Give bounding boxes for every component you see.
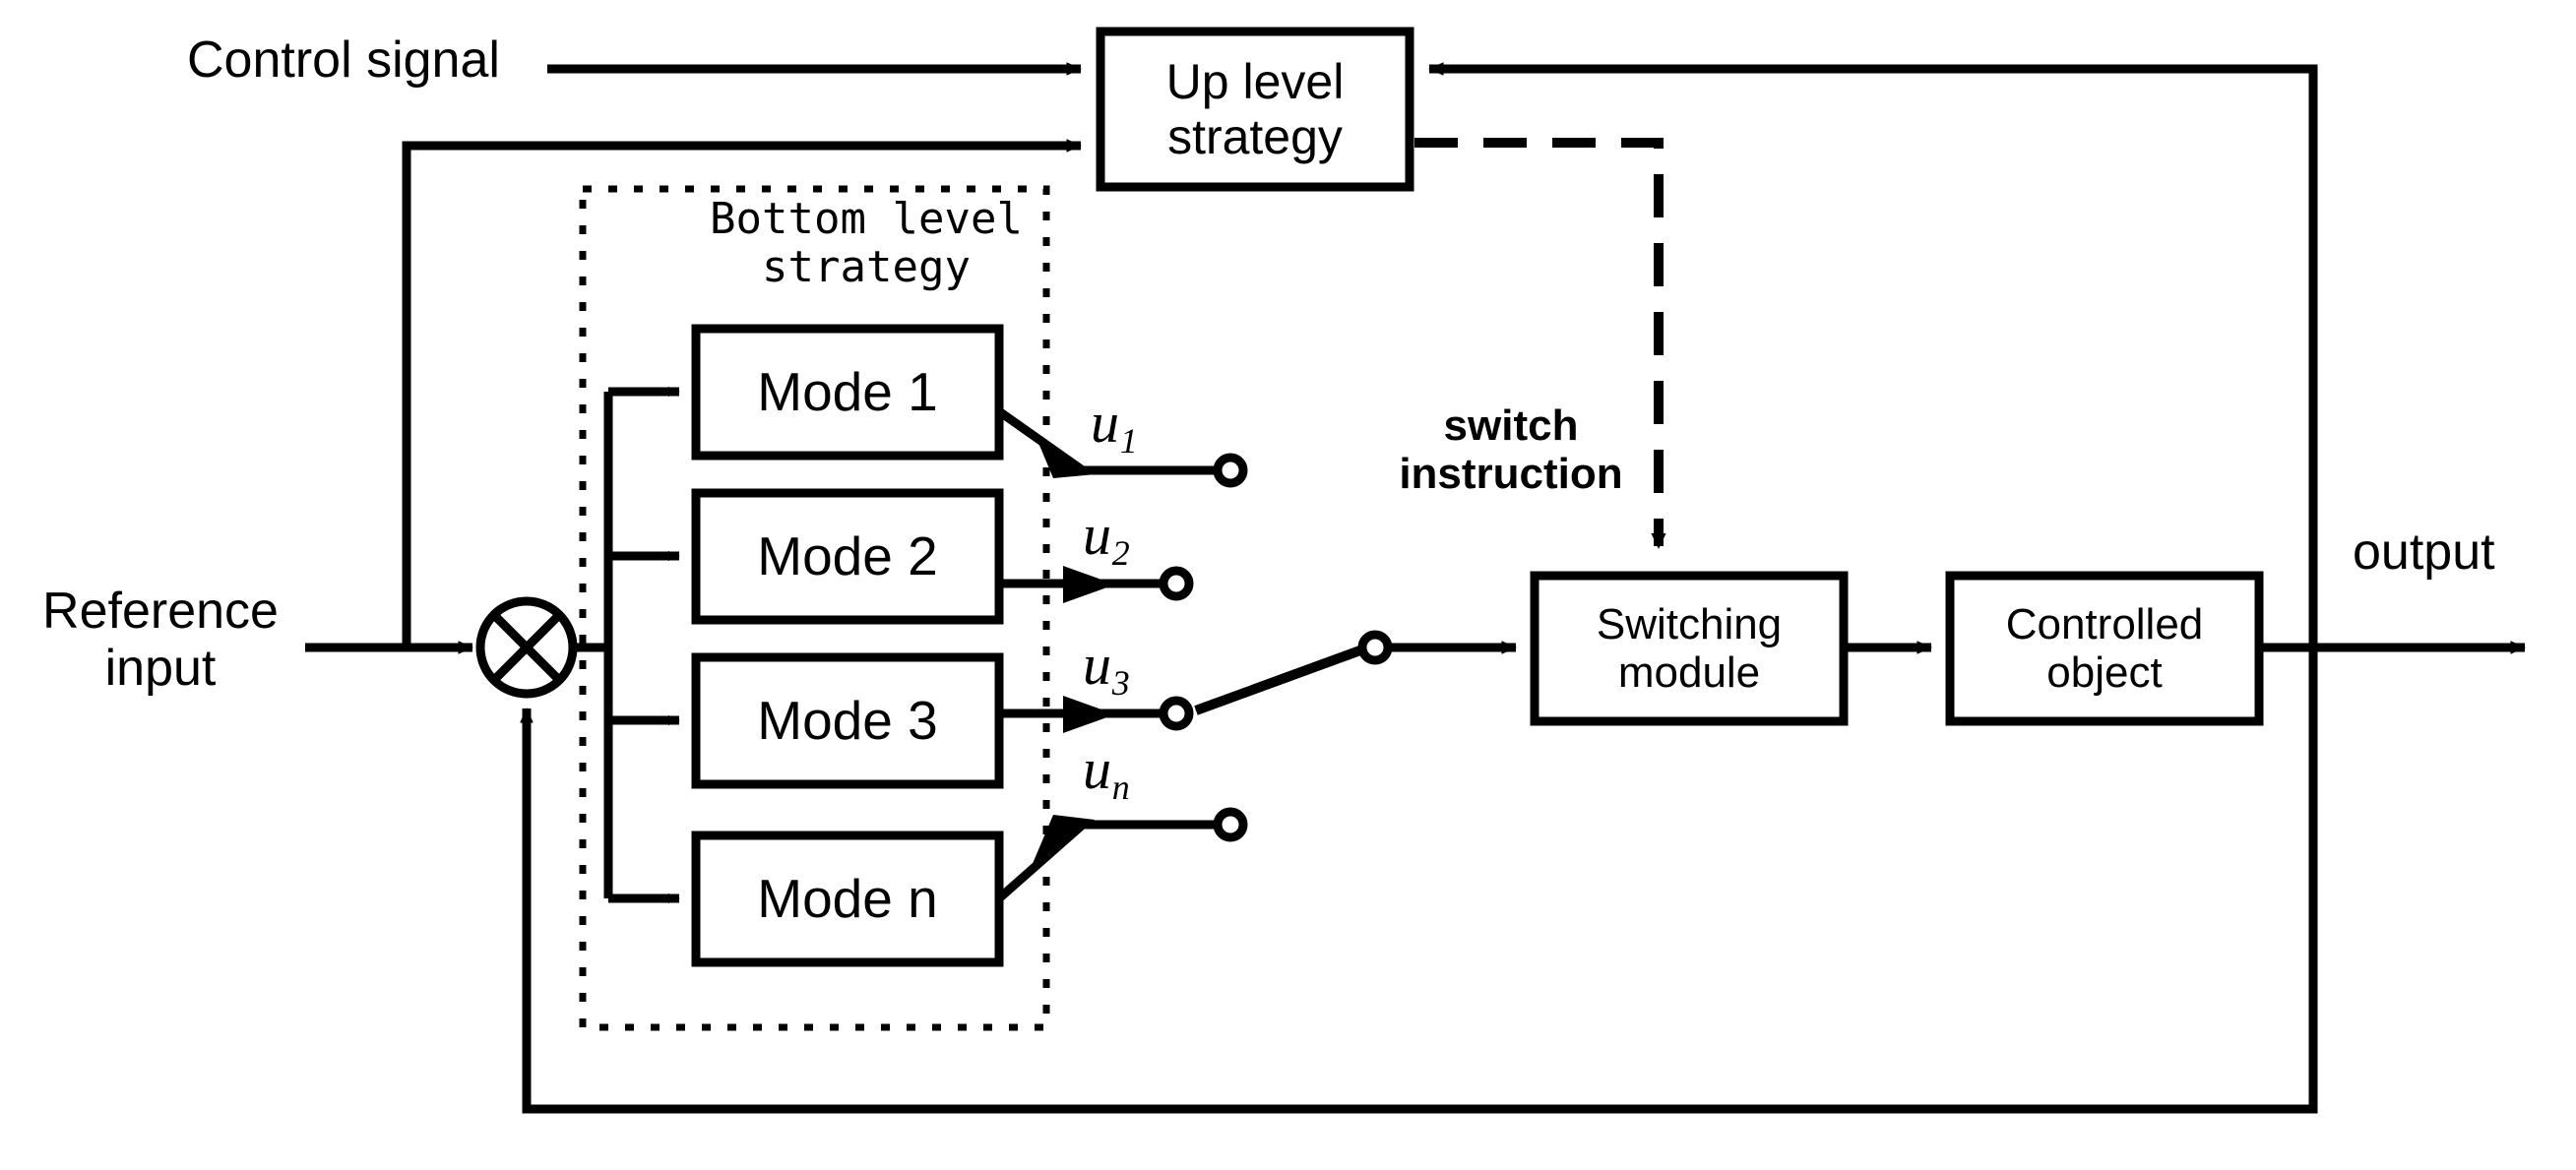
control-signal-label: Control signal bbox=[187, 31, 500, 89]
mode-3-output-arrowhead bbox=[1063, 696, 1115, 733]
switch-terminal-un[interactable] bbox=[1213, 807, 1248, 842]
mode-2-output-arrowhead bbox=[1063, 566, 1115, 603]
output-feedback-to-summing-wire bbox=[520, 647, 2318, 1114]
mode-n-output-arrowhead bbox=[1032, 815, 1095, 866]
mode-n-output-wire bbox=[996, 820, 1219, 902]
switch-instruction-dashed-wire bbox=[1414, 138, 1666, 549]
summing-junction-cross-b bbox=[490, 611, 563, 684]
error-to-up-level-wire bbox=[402, 139, 1082, 647]
output-label: output bbox=[2353, 523, 2495, 581]
switch-terminal-u1[interactable] bbox=[1213, 453, 1248, 488]
un-base: u bbox=[1083, 737, 1111, 801]
u2-subscript: 2 bbox=[1111, 532, 1130, 573]
switch-blade[interactable] bbox=[1194, 643, 1370, 715]
u3-subscript: 3 bbox=[1111, 662, 1130, 703]
controlled-object-label: Controlled object bbox=[2005, 599, 2204, 697]
control-variable-u2-label: u2 bbox=[1083, 503, 1221, 573]
mode-2-box[interactable] bbox=[691, 488, 1004, 625]
mode-3-box[interactable] bbox=[691, 652, 1004, 789]
switch-terminal-u2[interactable] bbox=[1159, 566, 1194, 601]
output-feedback-to-up-level-wire bbox=[1428, 62, 2318, 647]
control-variable-un-label: un bbox=[1083, 737, 1221, 807]
controlled-object-box[interactable] bbox=[1945, 571, 2264, 726]
mode-1-label: Mode 1 bbox=[757, 360, 938, 422]
reference-input-label: Reference input bbox=[42, 583, 279, 698]
switch-instruction-label: switch instruction bbox=[1399, 401, 1623, 499]
up-level-strategy-box[interactable] bbox=[1096, 27, 1414, 192]
bottom-level-strategy-label: Bottom level strategy bbox=[710, 194, 1023, 293]
u2-base: u bbox=[1083, 503, 1111, 567]
u3-base: u bbox=[1083, 633, 1111, 697]
mode-3-label: Mode 3 bbox=[757, 689, 938, 751]
u1-base: u bbox=[1091, 391, 1119, 455]
switch-terminal-u3[interactable] bbox=[1159, 696, 1194, 731]
un-subscript: n bbox=[1111, 767, 1130, 807]
mode-n-label: Mode n bbox=[757, 867, 938, 929]
bottom-level-strategy-group bbox=[579, 185, 1050, 1031]
mode-2-label: Mode 2 bbox=[757, 524, 938, 586]
switch-pivot-node[interactable] bbox=[1357, 630, 1393, 665]
switching-module-label: Switching module bbox=[1596, 599, 1783, 697]
up-level-strategy-label: Up level strategy bbox=[1165, 54, 1345, 164]
mode-1-output-arrowhead bbox=[1034, 431, 1096, 478]
control-variable-u1-label: u1 bbox=[1091, 391, 1228, 461]
control-variable-u3-label: u3 bbox=[1083, 633, 1221, 703]
mode-1-box[interactable] bbox=[691, 324, 1004, 461]
u1-subscript: 1 bbox=[1119, 420, 1138, 461]
mode-n-box[interactable] bbox=[691, 831, 1004, 967]
